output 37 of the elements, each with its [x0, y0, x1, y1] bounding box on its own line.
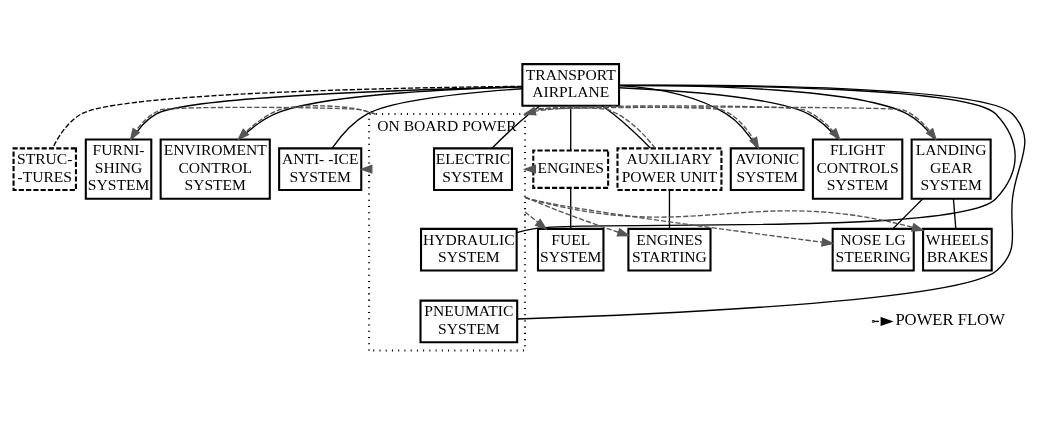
node-box: ENGINES STARTING [627, 227, 712, 272]
node-box: PNEUMATIC SYSTEM [419, 299, 519, 344]
arrow [129, 106, 377, 142]
node-box: ENVIROMENT CONTROL SYSTEM [159, 138, 271, 200]
connector [668, 189, 671, 230]
node-box: TRANSPORT AIRPLANE [521, 63, 621, 107]
connector [570, 187, 572, 230]
arrow [236, 105, 377, 141]
node-box: HYDRAULIC SYSTEM [420, 227, 518, 272]
connector [516, 84, 1026, 320]
connector [238, 86, 523, 141]
connector [331, 88, 523, 149]
node-box: ANTI- -ICE SYSTEM [278, 147, 363, 191]
node-box: FUEL SYSTEM [536, 227, 605, 272]
connector [131, 86, 523, 141]
node-box: AUXILIARY POWER UNIT [616, 147, 723, 191]
connector [618, 85, 758, 149]
connector [516, 84, 1016, 234]
connector [618, 87, 839, 141]
arrow [524, 211, 548, 231]
arrow [524, 196, 631, 237]
node-box: AVIONIC SYSTEM [729, 147, 805, 191]
legend-label: POWER FLOW [895, 310, 1005, 330]
node-box: STRUC- -TURES [12, 147, 77, 191]
connector [892, 198, 924, 230]
node-box: LANDING GEAR SYSTEM [910, 138, 992, 200]
connector [601, 105, 652, 149]
arrow [524, 196, 925, 232]
node-box: FLIGHT CONTROLS SYSTEM [811, 138, 904, 200]
arrow [524, 196, 835, 247]
node-box: NOSE LG STEERING [831, 227, 915, 272]
connector [52, 85, 523, 149]
connector [952, 198, 957, 230]
node-box: ELECTRIC SYSTEM [432, 147, 513, 191]
node-box: FURNI- SHING SYSTEM [84, 138, 153, 200]
connector [618, 84, 936, 141]
node-box: WHEELS BRAKES [922, 227, 993, 272]
